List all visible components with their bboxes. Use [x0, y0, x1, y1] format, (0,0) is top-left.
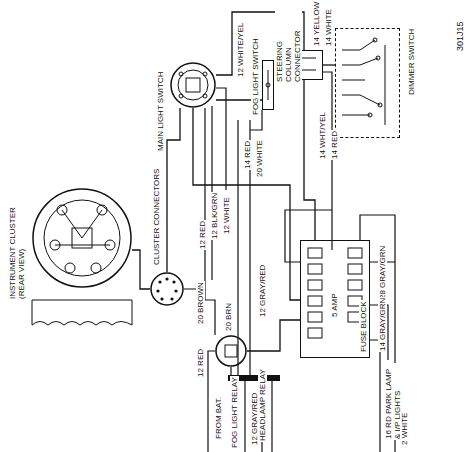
- wire-label: 14 RED: [330, 130, 339, 160]
- circle-outline: [216, 336, 246, 366]
- component-label: FUSE BLOCK: [359, 300, 368, 353]
- component-label: DIMMER SWITCH: [407, 28, 416, 96]
- wire-label: 14 YELLOW: [312, 1, 321, 47]
- wire-label: 14 WHITE: [324, 8, 333, 47]
- switch-box: FOG LIGHT SWITCH: [262, 60, 274, 110]
- switch-circle: MAIN LIGHT SWITCH: [170, 62, 216, 108]
- wire-label: FOG LIGHT RELAY: [230, 376, 239, 449]
- drawing-number: 301J15: [455, 20, 465, 52]
- component-label: HEADLAMP RELAY: [258, 368, 267, 442]
- circle-outline: [171, 63, 215, 107]
- cluster-circle: INSTRUMENT CLUSTER (REAR VIEW): [32, 188, 132, 288]
- wire-label: 12 GRAY/RED: [258, 264, 267, 318]
- relay-detail: [225, 345, 237, 357]
- circle-outline: [150, 272, 184, 306]
- component-label: MAIN LIGHT SWITCH: [156, 71, 165, 152]
- relay-circle: HEADLAMP RELAY: [215, 335, 247, 367]
- main-switch-detail: [178, 70, 208, 100]
- circle-outline: [170, 62, 216, 108]
- component-label: CLUSTER CONNECTORS: [152, 168, 161, 266]
- wire-label: 12 WHITE: [222, 196, 231, 235]
- wire: [132, 250, 150, 289]
- wire-label: 14 GRAY/GRN: [378, 297, 387, 352]
- wire-label: 12 RED: [196, 348, 205, 378]
- wire-label: 20 BRN: [224, 302, 233, 332]
- connector-pins: [156, 277, 177, 300]
- wire-label: 12 BLK/GRN: [210, 192, 219, 240]
- wire-label: 14 WHT/YEL: [318, 111, 327, 160]
- wire-label: 12 GRAY/RED: [250, 392, 259, 446]
- wire-label: 12 WHITE/YEL: [236, 22, 245, 78]
- wire: [304, 80, 315, 240]
- cluster-detail: [32, 200, 132, 325]
- wire-label: 28 GRAY/GRN: [378, 245, 387, 300]
- circle-outline: [151, 273, 183, 305]
- wire-label: 20 WHITE: [255, 139, 264, 178]
- wire-label: 5 AMP: [330, 292, 339, 318]
- fuse-cells: [308, 248, 362, 338]
- wire-label: FROM BAT.: [214, 396, 223, 440]
- circle-outline: [32, 188, 132, 288]
- connector-circle: CLUSTER CONNECTORS: [150, 272, 184, 306]
- component-label: STEERING COLUMN CONNECTOR: [275, 11, 302, 83]
- component-label: FOG LIGHT SWITCH: [251, 37, 260, 116]
- component-label: INSTRUMENT CLUSTER (REAR VIEW): [8, 203, 26, 300]
- wire-label: 12 RED: [198, 220, 207, 250]
- connector-box: STEERING COLUMN CONNECTOR: [285, 50, 323, 80]
- wires: [184, 72, 395, 452]
- circle-outline: [215, 335, 247, 367]
- wire: [323, 64, 335, 65]
- wire-label: 20 BROWN: [196, 281, 205, 325]
- wire-label: 14 RED: [243, 140, 252, 170]
- wire-label: 2 WHITE: [400, 412, 409, 446]
- switch-box: DIMMER SWITCH: [335, 28, 400, 138]
- fog-switch-detail: [266, 70, 270, 100]
- wire: [167, 108, 180, 272]
- wire: [193, 108, 300, 300]
- dimmer-detail: [342, 38, 385, 125]
- wire: [247, 320, 300, 351]
- circle-outline: [33, 189, 131, 287]
